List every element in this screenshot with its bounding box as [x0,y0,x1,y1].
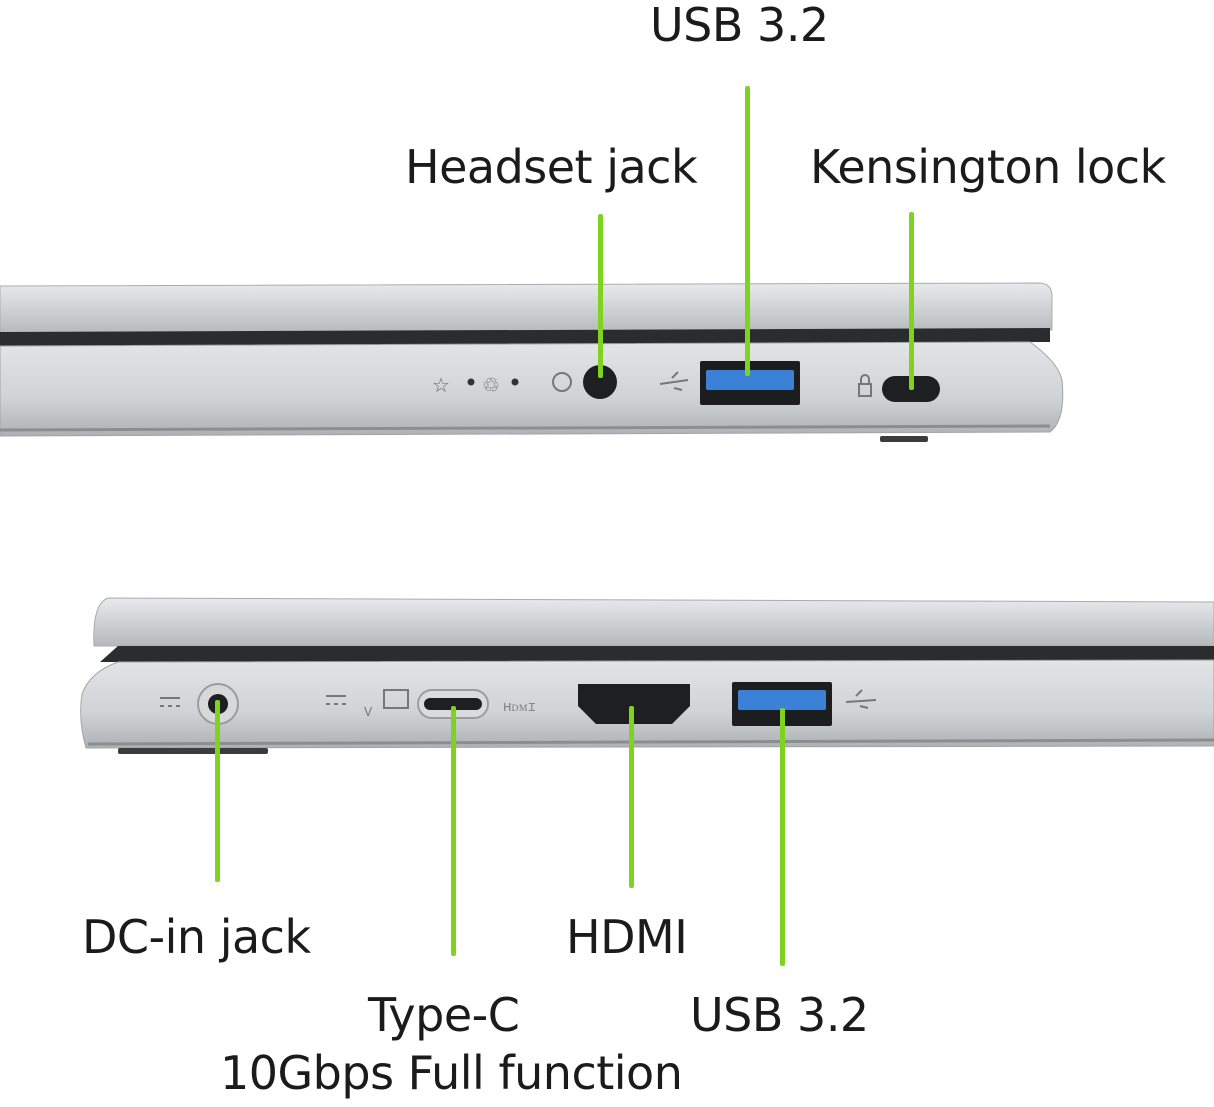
battery-led-icon: ♲ [482,373,519,397]
dc-icon [160,697,180,707]
headset-icon [552,372,572,392]
kensington-lock-label: Kensington lock [810,140,1166,194]
dc-in-leader-line [215,700,220,882]
svg-text:☆: ☆ [432,373,450,397]
hdmi-port [578,684,690,724]
usb-leader-line-top [745,86,750,376]
hdmi-leader-line [629,706,634,888]
hdmi-label: HDMI [566,910,688,964]
headset-jack-label: Headset jack [405,140,698,194]
headset-leader-line [598,214,603,378]
kensington-leader-line [909,212,914,390]
usb-label-top: USB 3.2 [650,0,829,52]
hdmi-icon: ʜᴅᴍɪ [503,699,536,715]
type-c-icon: V [326,689,409,719]
type-c-speed-label: 10Gbps Full function [220,1046,683,1100]
usb-icon-bottom [845,689,877,709]
lock-icon [858,374,872,397]
usb-icon [659,371,689,391]
laptop-right-side: ☆ ♲ [0,282,1064,442]
headset-port [583,365,617,399]
usb-leader-line-bottom [780,708,785,966]
svg-text:♲: ♲ [482,373,500,397]
type-c-label: Type-C [368,988,520,1042]
type-c-leader-line [451,706,456,956]
svg-text:V: V [364,705,373,719]
dc-in-jack-label: DC-in jack [82,910,311,964]
usb-label-bottom: USB 3.2 [690,988,869,1042]
power-led-icon: ☆ [432,373,475,397]
svg-text:ʜᴅᴍɪ: ʜᴅᴍɪ [503,699,536,715]
laptop-left-side: V ʜᴅᴍɪ [80,597,1214,754]
